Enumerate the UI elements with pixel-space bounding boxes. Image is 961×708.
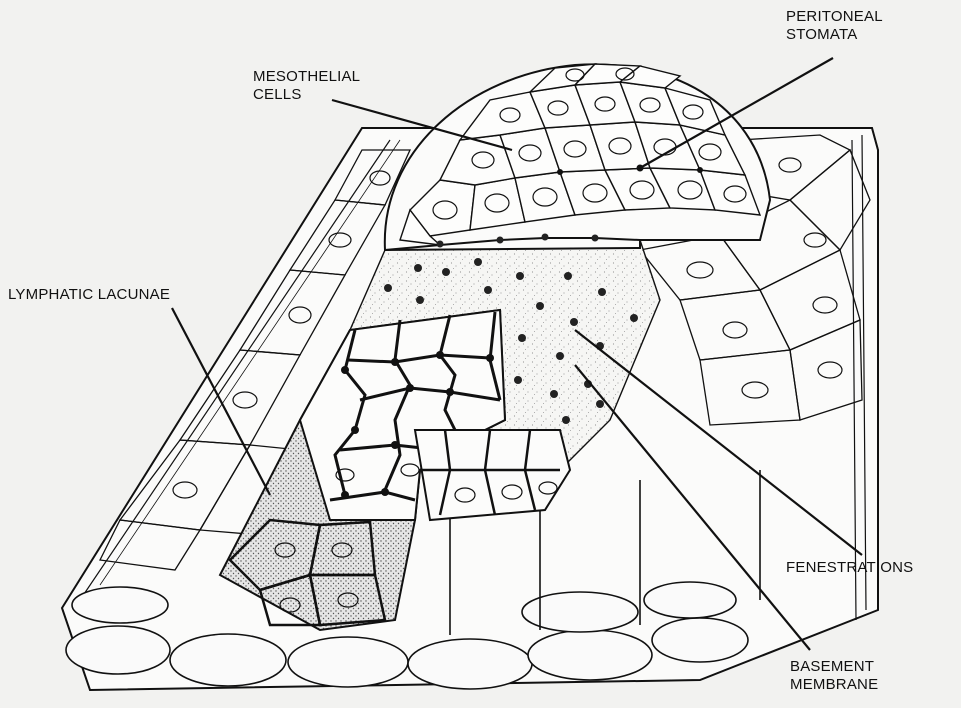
label-peritoneal-stomata: PERITONEAL STOMATA [786,8,883,44]
label-line: PERITONEAL [786,8,883,26]
label-line: STOMATA [786,26,883,44]
mesothelial-dome [385,64,770,250]
label-line: FENESTRATIONS [786,559,913,577]
label-basement-membrane: BASEMENT MEMBRANE [790,658,878,694]
label-line: BASEMENT [790,658,878,676]
label-lymphatic-lacunae: LYMPHATIC LACUNAE [8,286,170,304]
label-line: MEMBRANE [790,676,878,694]
label-mesothelial-cells: MESOTHELIAL CELLS [253,68,360,104]
label-line: LYMPHATIC LACUNAE [8,286,170,304]
label-fenestrations: FENESTRATIONS [786,559,913,577]
label-line: CELLS [253,86,360,104]
label-line: MESOTHELIAL [253,68,360,86]
